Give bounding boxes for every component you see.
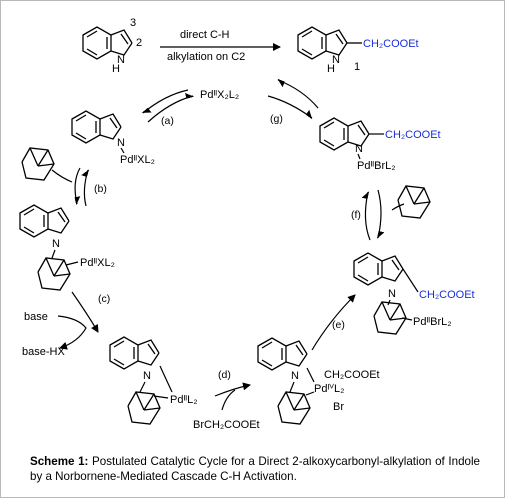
product-1: CH₂COOEt N H 1 bbox=[297, 26, 419, 75]
int5-pd: PdᴵᴵBrL₂ bbox=[357, 160, 396, 172]
int5-group: CH₂COOEt bbox=[385, 129, 441, 141]
step-f-label: (f) bbox=[351, 209, 361, 221]
product-h: H bbox=[327, 63, 335, 75]
step-b-arrows: (b) bbox=[51, 167, 107, 207]
intermediate-norbornyl-pd: N PdᴵᴵXL₂ bbox=[19, 204, 115, 291]
int4-group: CH₂COOEt bbox=[324, 369, 380, 381]
int5-n: N bbox=[355, 143, 363, 155]
step-f-arrows: (f) bbox=[351, 189, 405, 241]
position-2-label: 2 bbox=[136, 37, 142, 49]
product-n: N bbox=[332, 54, 340, 66]
step-e-arrow: (e) bbox=[311, 294, 356, 351]
step-a-arrows: (a) bbox=[141, 89, 195, 127]
int2-pd: PdᴵᴵXL₂ bbox=[80, 257, 115, 269]
base-label: base bbox=[24, 311, 48, 323]
reaction-scheme: 3 2 N H direct C-H alkylation on C2 CH₂C… bbox=[19, 17, 475, 431]
indole-starting-material: 3 2 N H bbox=[82, 17, 142, 75]
intermediate-n-pd-indole: N PdᴵᴵXL₂ bbox=[71, 110, 155, 166]
step-d-arrows: (d) BrCH₂COOEt bbox=[193, 369, 260, 431]
indole-n: N bbox=[117, 54, 125, 66]
step-g-arrows: (g) bbox=[267, 78, 319, 125]
product-group-label: CH₂COOEt bbox=[363, 38, 419, 50]
intermediate-alkylated-n-pd: CH₂COOEt N PdᴵᴵBrL₂ bbox=[319, 117, 441, 172]
intermediate-alkylated-norbornyl: CH₂COOEt N PdᴵᴵBrL₂ bbox=[353, 252, 475, 335]
scheme-caption: Scheme 1: Postulated Catalytic Cycle for… bbox=[30, 454, 480, 484]
int4-n: N bbox=[291, 370, 299, 382]
norbornene-right bbox=[397, 185, 431, 219]
step-e-label: (e) bbox=[332, 319, 345, 331]
product-number: 1 bbox=[354, 61, 360, 73]
reagent-line-2: alkylation on C2 bbox=[167, 51, 245, 63]
indole-h-label: H bbox=[112, 63, 120, 75]
step-g-label: (g) bbox=[270, 113, 283, 125]
catalyst-label: PdᴵᴵX₂L₂ bbox=[200, 89, 239, 101]
caption-label: Scheme 1: bbox=[30, 455, 89, 468]
position-3-label: 3 bbox=[130, 17, 136, 29]
intermediate-palladacycle: N PdᴵᴵL₂ bbox=[109, 336, 198, 425]
base-hx-label: base-HX bbox=[22, 346, 65, 358]
step-c-label: (c) bbox=[98, 293, 110, 305]
step-c-arrows: base base-HX (c) bbox=[22, 291, 110, 358]
direct-alkylation-arrow: direct C-H alkylation on C2 bbox=[160, 29, 281, 63]
int3-n: N bbox=[143, 370, 151, 382]
reagent-line-1: direct C-H bbox=[180, 29, 230, 41]
int2-n: N bbox=[52, 238, 60, 250]
int1-pd: PdᴵᴵXL₂ bbox=[120, 154, 155, 166]
int6-pd: PdᴵᴵBrL₂ bbox=[413, 316, 452, 328]
alkyl-halide-label: BrCH₂COOEt bbox=[193, 419, 260, 431]
int6-n: N bbox=[388, 288, 396, 300]
int1-n: N bbox=[117, 137, 125, 149]
int6-group: CH₂COOEt bbox=[419, 289, 475, 301]
indole-nh-label: N bbox=[117, 54, 125, 66]
step-a-label: (a) bbox=[161, 115, 174, 127]
int4-pd: PdᴵⱽL₂ bbox=[314, 383, 344, 395]
step-d-label: (d) bbox=[218, 369, 231, 381]
intermediate-pd-iv: N CH₂COOEt PdᴵⱽL₂ Br bbox=[257, 337, 380, 425]
int4-br: Br bbox=[333, 401, 344, 413]
int3-pd: PdᴵᴵL₂ bbox=[170, 394, 198, 406]
step-b-label: (b) bbox=[94, 183, 107, 195]
caption-text: Postulated Catalytic Cycle for a Direct … bbox=[30, 455, 480, 483]
norbornene-left bbox=[21, 147, 55, 181]
